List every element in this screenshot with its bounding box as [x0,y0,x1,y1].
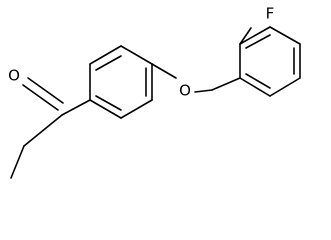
bond-ch3-ch2 [10,145,25,179]
bond-ch2-ring2 [211,77,241,91]
ring2-bond-5 [269,77,301,97]
ring1-bond-6 [89,99,122,119]
ring2-inner-bond-3 [245,73,271,89]
bond-ring2-fluorine [239,27,252,45]
bond-ring-ether-o [151,63,177,79]
carbonyl-oxygen-label: O [7,66,21,85]
ring2-inner-bond-1 [245,34,271,49]
bond-carbonyl-double-2 [27,77,64,104]
ether-oxygen-label: O [178,81,192,100]
molecule-drawing [10,26,301,179]
ring1-bond-3 [120,45,153,65]
bond-ether-o-ch2 [194,89,213,93]
ring2-bond-3 [269,26,301,45]
fluorine-label: F [264,4,276,23]
ring1-inner-bond-1 [95,55,122,71]
ring1-bond-5 [120,99,153,119]
structure-canvas: O O F [7,4,301,179]
bond-carbonyl-double-1 [22,84,59,111]
bond-carbonyl-ring [61,99,91,116]
bond-ch2-carbonyl [23,114,63,147]
ring2-bond-2 [239,26,271,45]
ring1-inner-bond-3 [95,95,122,111]
ring1-bond-2 [89,45,122,65]
ring2-bond-6 [239,77,271,97]
